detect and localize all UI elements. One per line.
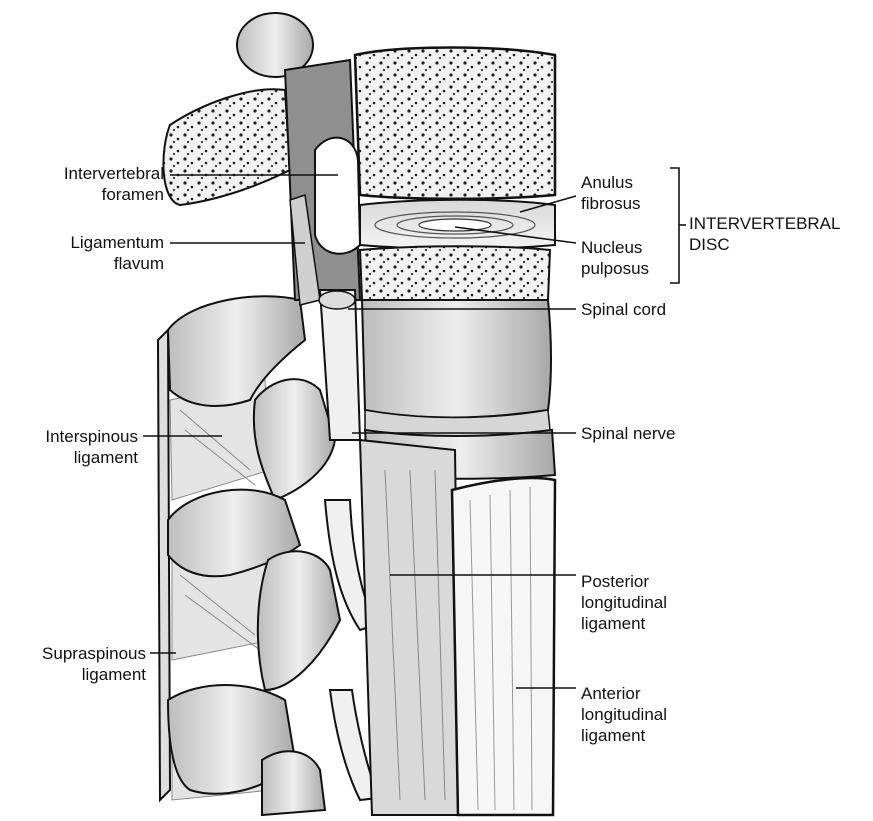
label-intervertebral-disc: INTERVERTEBRAL DISC	[689, 213, 840, 255]
label-anulus-fibrosus: Anulus fibrosus	[581, 172, 641, 214]
intervertebral-disc-shape	[360, 200, 555, 249]
label-spinal-nerve: Spinal nerve	[581, 423, 676, 444]
label-posterior-longitudinal-ligament: Posterior longitudinal ligament	[581, 571, 667, 634]
posterior-longitudinal-ligament-shape	[360, 440, 460, 815]
label-spinal-cord: Spinal cord	[581, 299, 666, 320]
lower-vertebral-body	[362, 300, 551, 418]
label-interspinous-ligament: Interspinous ligament	[4, 426, 138, 468]
lower-vertebral-body-cut	[360, 246, 550, 304]
nucleus-pulposus-shape	[419, 219, 491, 231]
label-ligamentum-flavum: Ligamentum flavum	[4, 232, 164, 274]
label-nucleus-pulposus: Nucleus pulposus	[581, 237, 649, 279]
spinous-processes	[168, 296, 340, 815]
intervertebral-foramen-shape	[315, 138, 360, 254]
transverse-process	[163, 89, 290, 205]
label-supraspinous-ligament: Supraspinous ligament	[4, 643, 146, 685]
label-anterior-longitudinal-ligament: Anterior longitudinal ligament	[581, 683, 667, 746]
anterior-longitudinal-ligament-shape	[452, 478, 555, 815]
label-intervertebral-foramen: Intervertebral foramen	[4, 163, 164, 205]
upper-vertebral-body	[355, 48, 555, 199]
